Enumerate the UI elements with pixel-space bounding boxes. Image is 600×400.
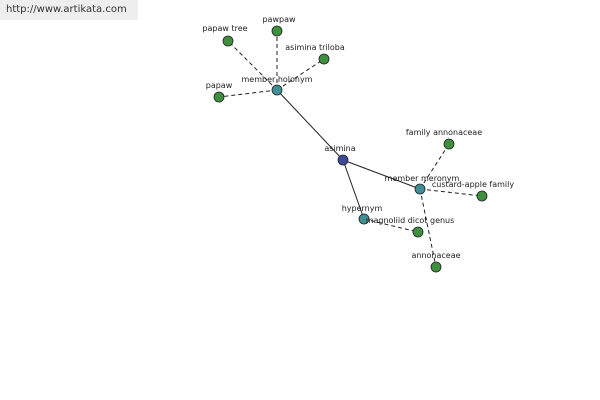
edge-member-meronym-family-annonaceae [419,143,450,190]
node-pawpaw[interactable] [271,25,283,37]
label-asimina-triloba: asimina triloba [285,43,345,52]
node-family-annonaceae[interactable] [443,138,455,150]
node-member-holonym[interactable] [271,84,283,96]
watermark-url[interactable]: http://www.artikata.com [0,0,138,20]
label-member-holonym: member holonym [241,75,312,84]
node-papaw[interactable] [213,91,225,103]
node-hypernym[interactable] [358,213,370,225]
edge-hypernym-magnoliid-dicot-genus [363,218,419,233]
label-papaw: papaw [206,81,233,90]
edge-member-holonym-papaw [218,89,278,98]
edge-member-meronym-custard-apple-family [419,188,483,197]
node-custard-apple-family[interactable] [476,190,488,202]
label-family-annonaceae: family annonaceae [406,128,482,137]
label-member-meronym: member meronym [385,174,460,183]
label-papaw-tree: papaw tree [202,24,247,33]
label-custard-apple-family: custard-apple family [432,180,514,189]
edge-asimina-hypernym [342,159,365,220]
edge-member-meronym-annonaceae [419,188,437,268]
node-asimina-triloba[interactable] [318,53,330,65]
node-magnoliid-dicot-genus[interactable] [412,226,424,238]
node-member-meronym[interactable] [414,183,426,195]
node-papaw-tree[interactable] [222,35,234,47]
edges-layer [218,31,483,268]
node-asimina[interactable] [337,154,349,166]
edge-member-holonym-papaw-tree [227,40,278,91]
edge-member-holonym-asimina-triloba [276,58,325,91]
label-asimina: asimina [324,144,355,153]
edge-asimina-member-meronym [342,159,421,190]
label-annonaceae: annonaceae [411,251,460,260]
node-annonaceae[interactable] [430,261,442,273]
label-hypernym: hypernym [342,204,383,213]
labels-layer: asimina member holonym member meronym hyper… [202,15,514,260]
edge-asimina-member-holonym [276,89,344,161]
label-pawpaw: pawpaw [262,15,296,24]
nodes-layer [213,25,488,273]
label-magnoliid-dicot-genus: magnoliid dicot genus [366,216,455,225]
